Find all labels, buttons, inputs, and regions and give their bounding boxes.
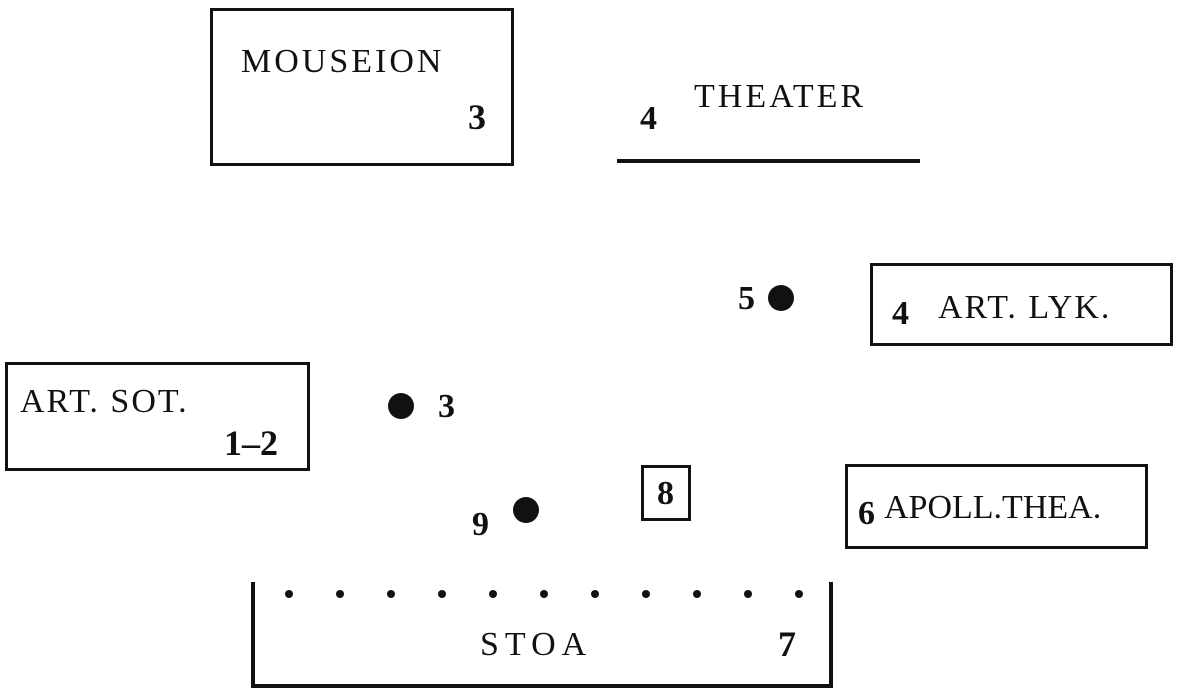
point-9-number: 9 bbox=[472, 506, 489, 543]
stoa-bottom-wall bbox=[251, 684, 833, 688]
theater-number: 4 bbox=[640, 100, 657, 137]
artemis-lykeia-number: 4 bbox=[892, 295, 909, 332]
stoa-column-dot bbox=[693, 590, 701, 598]
artemis-soteira-box: ART. SOT. 1–2 bbox=[5, 362, 310, 471]
point-5-number: 5 bbox=[738, 280, 755, 317]
point-5-dot bbox=[768, 285, 794, 311]
artemis-soteira-label: ART. SOT. bbox=[20, 383, 189, 420]
stoa-number: 7 bbox=[778, 624, 796, 664]
artemis-lykeia-box: 4 ART. LYK. bbox=[870, 263, 1173, 346]
apollo-thea-number: 6 bbox=[858, 495, 875, 532]
apollo-thea-box: 6 APOLL.THEA. bbox=[845, 464, 1148, 549]
box-8-number: 8 bbox=[657, 475, 674, 512]
stoa-column-dot bbox=[336, 590, 344, 598]
mouseion-box: MOUSEION 3 bbox=[210, 8, 514, 166]
stoa-column-dot bbox=[795, 590, 803, 598]
stoa-label: STOA bbox=[480, 626, 593, 663]
point-9-dot bbox=[513, 497, 539, 523]
artemis-soteira-number: 1–2 bbox=[224, 423, 278, 463]
stoa-column-dot bbox=[540, 590, 548, 598]
stoa-column-dot bbox=[591, 590, 599, 598]
apollo-thea-label: APOLL.THEA. bbox=[884, 489, 1102, 526]
artemis-lykeia-label: ART. LYK. bbox=[938, 289, 1112, 326]
stoa-column-dot bbox=[285, 590, 293, 598]
point-3-number: 3 bbox=[438, 388, 455, 425]
mouseion-number: 3 bbox=[468, 97, 486, 137]
stoa-column-dot bbox=[438, 590, 446, 598]
stoa-right-wall bbox=[829, 582, 833, 688]
box-8: 8 bbox=[641, 465, 691, 521]
stoa-column-dot bbox=[387, 590, 395, 598]
stoa-column-dot bbox=[744, 590, 752, 598]
stoa-column-dot bbox=[642, 590, 650, 598]
theater-baseline bbox=[617, 159, 920, 163]
stoa-left-wall bbox=[251, 582, 255, 688]
mouseion-label: MOUSEION bbox=[241, 43, 445, 80]
point-3-dot bbox=[388, 393, 414, 419]
stoa-column-dot bbox=[489, 590, 497, 598]
theater-label: THEATER bbox=[694, 78, 867, 115]
